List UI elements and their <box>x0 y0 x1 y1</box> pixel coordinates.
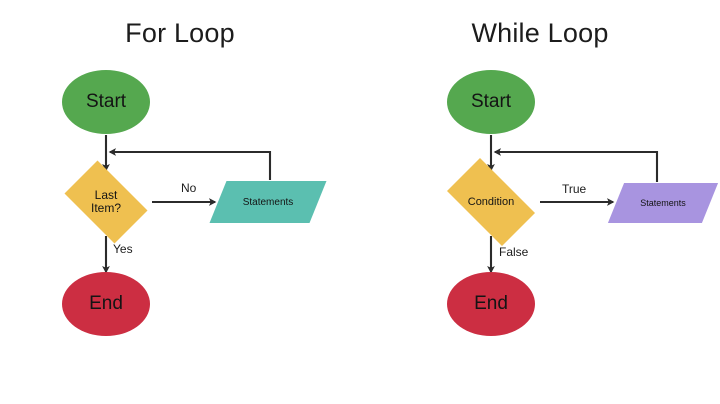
for-loop-start-node[interactable]: Start <box>62 70 150 134</box>
for-loop-start-label: Start <box>85 91 127 112</box>
for-loop-decision-label: Last Item? <box>56 169 156 235</box>
while-loop-start-label: Start <box>470 91 512 112</box>
for-loop-edge-label-no: No <box>181 181 197 195</box>
while-loop-start-node[interactable]: Start <box>447 70 535 134</box>
while-loop-edge-label-true: True <box>562 182 587 196</box>
while-loop-statements-label: Statements <box>640 198 686 208</box>
for-loop-statements-label: Statements <box>242 196 294 208</box>
for-loop-end-node[interactable]: End <box>62 272 150 336</box>
for-loop-title: For Loop <box>125 18 235 48</box>
while-loop-decision-node[interactable]: Condition <box>436 158 546 246</box>
for-loop-decision-node[interactable]: Last Item? <box>56 160 156 244</box>
for-loop-end-label: End <box>89 293 123 314</box>
while-loop-end-label: End <box>474 293 508 314</box>
for-loop-edge-label-yes: Yes <box>113 242 133 256</box>
for-loop-statements-node[interactable]: Statements <box>209 181 327 223</box>
while-loop-statements-node[interactable]: Statements <box>607 183 719 223</box>
while-loop-decision-label: Condition <box>467 195 515 208</box>
while-loop-title: While Loop <box>471 18 609 48</box>
decision-line-1: Last <box>94 187 118 202</box>
while-loop-end-node[interactable]: End <box>447 272 535 336</box>
decision-line-2: Item? <box>90 201 121 215</box>
while-loop-edge-label-false: False <box>499 245 529 259</box>
